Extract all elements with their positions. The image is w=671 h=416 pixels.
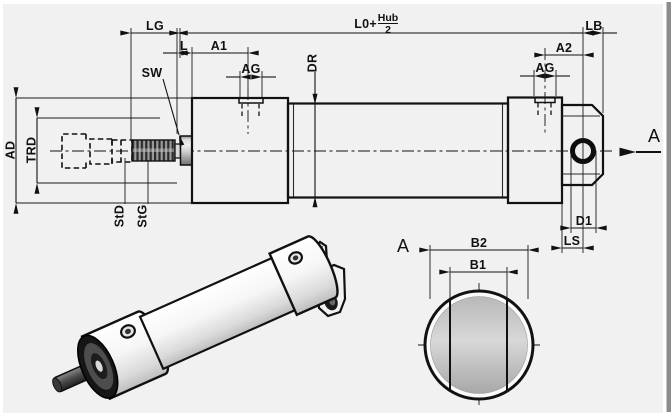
rear-eye-mount [560, 103, 605, 187]
dimension-lines [13, 30, 617, 251]
front-head [190, 96, 290, 205]
dim-label-l: L [180, 39, 188, 53]
extension-lines [16, 27, 604, 253]
view-direction-indicator: A [619, 126, 661, 157]
dim-label-ag-front: AG [241, 62, 260, 76]
iso-front-port-screw [120, 324, 136, 339]
dim-label-sw: SW [142, 66, 163, 80]
front-port [238, 98, 264, 118]
section-view-title: A [397, 236, 409, 256]
dim-label-std: StD [112, 205, 126, 227]
dim-label-a2: A2 [556, 41, 573, 55]
rod-neck [174, 143, 182, 159]
iso-cylinder-body [52, 235, 339, 401]
dim-label-ls: LS [564, 234, 581, 248]
side-view: LG L A1 AG SW DR L0+ Hub 2 AG A2 LB AD T… [3, 12, 661, 253]
rod-gland-boss [179, 135, 193, 166]
iso-rear-head [267, 235, 339, 317]
dim-label-a1: A1 [211, 39, 228, 53]
dim-label-b1: B1 [470, 258, 487, 272]
rear-port [534, 97, 556, 117]
dim-label-dr: DR [305, 54, 319, 73]
section-tube-disk [430, 296, 528, 394]
dim-label-b2: B2 [471, 236, 488, 250]
dim-label-hub-numerator: Hub [378, 12, 398, 24]
dim-label-l0-prefix: L0+ [354, 17, 377, 31]
dim-label-d1: D1 [576, 214, 593, 228]
dim-label-lb: LB [585, 19, 602, 33]
section-view-a: A B2 B1 [397, 236, 541, 408]
sw-leader-line [162, 78, 185, 146]
view-direction-label: A [648, 126, 660, 146]
window-edge-bar [666, 2, 671, 412]
dim-label-hub-denominator: 2 [385, 24, 391, 36]
phantom-rod-clevis [61, 133, 133, 169]
dim-label-trd: TRD [24, 137, 38, 164]
iso-rear-port-screw [288, 251, 304, 265]
dim-label-l0-hub: L0+ Hub 2 [354, 12, 398, 36]
dim-label-ad: AD [3, 141, 17, 160]
piston-rod-thread [131, 135, 193, 166]
iso-view-3d-render [52, 235, 347, 401]
dim-label-lg: LG [146, 19, 164, 33]
dim-label-stg: StG [135, 204, 149, 227]
dim-label-ag-rear: AG [535, 61, 554, 75]
